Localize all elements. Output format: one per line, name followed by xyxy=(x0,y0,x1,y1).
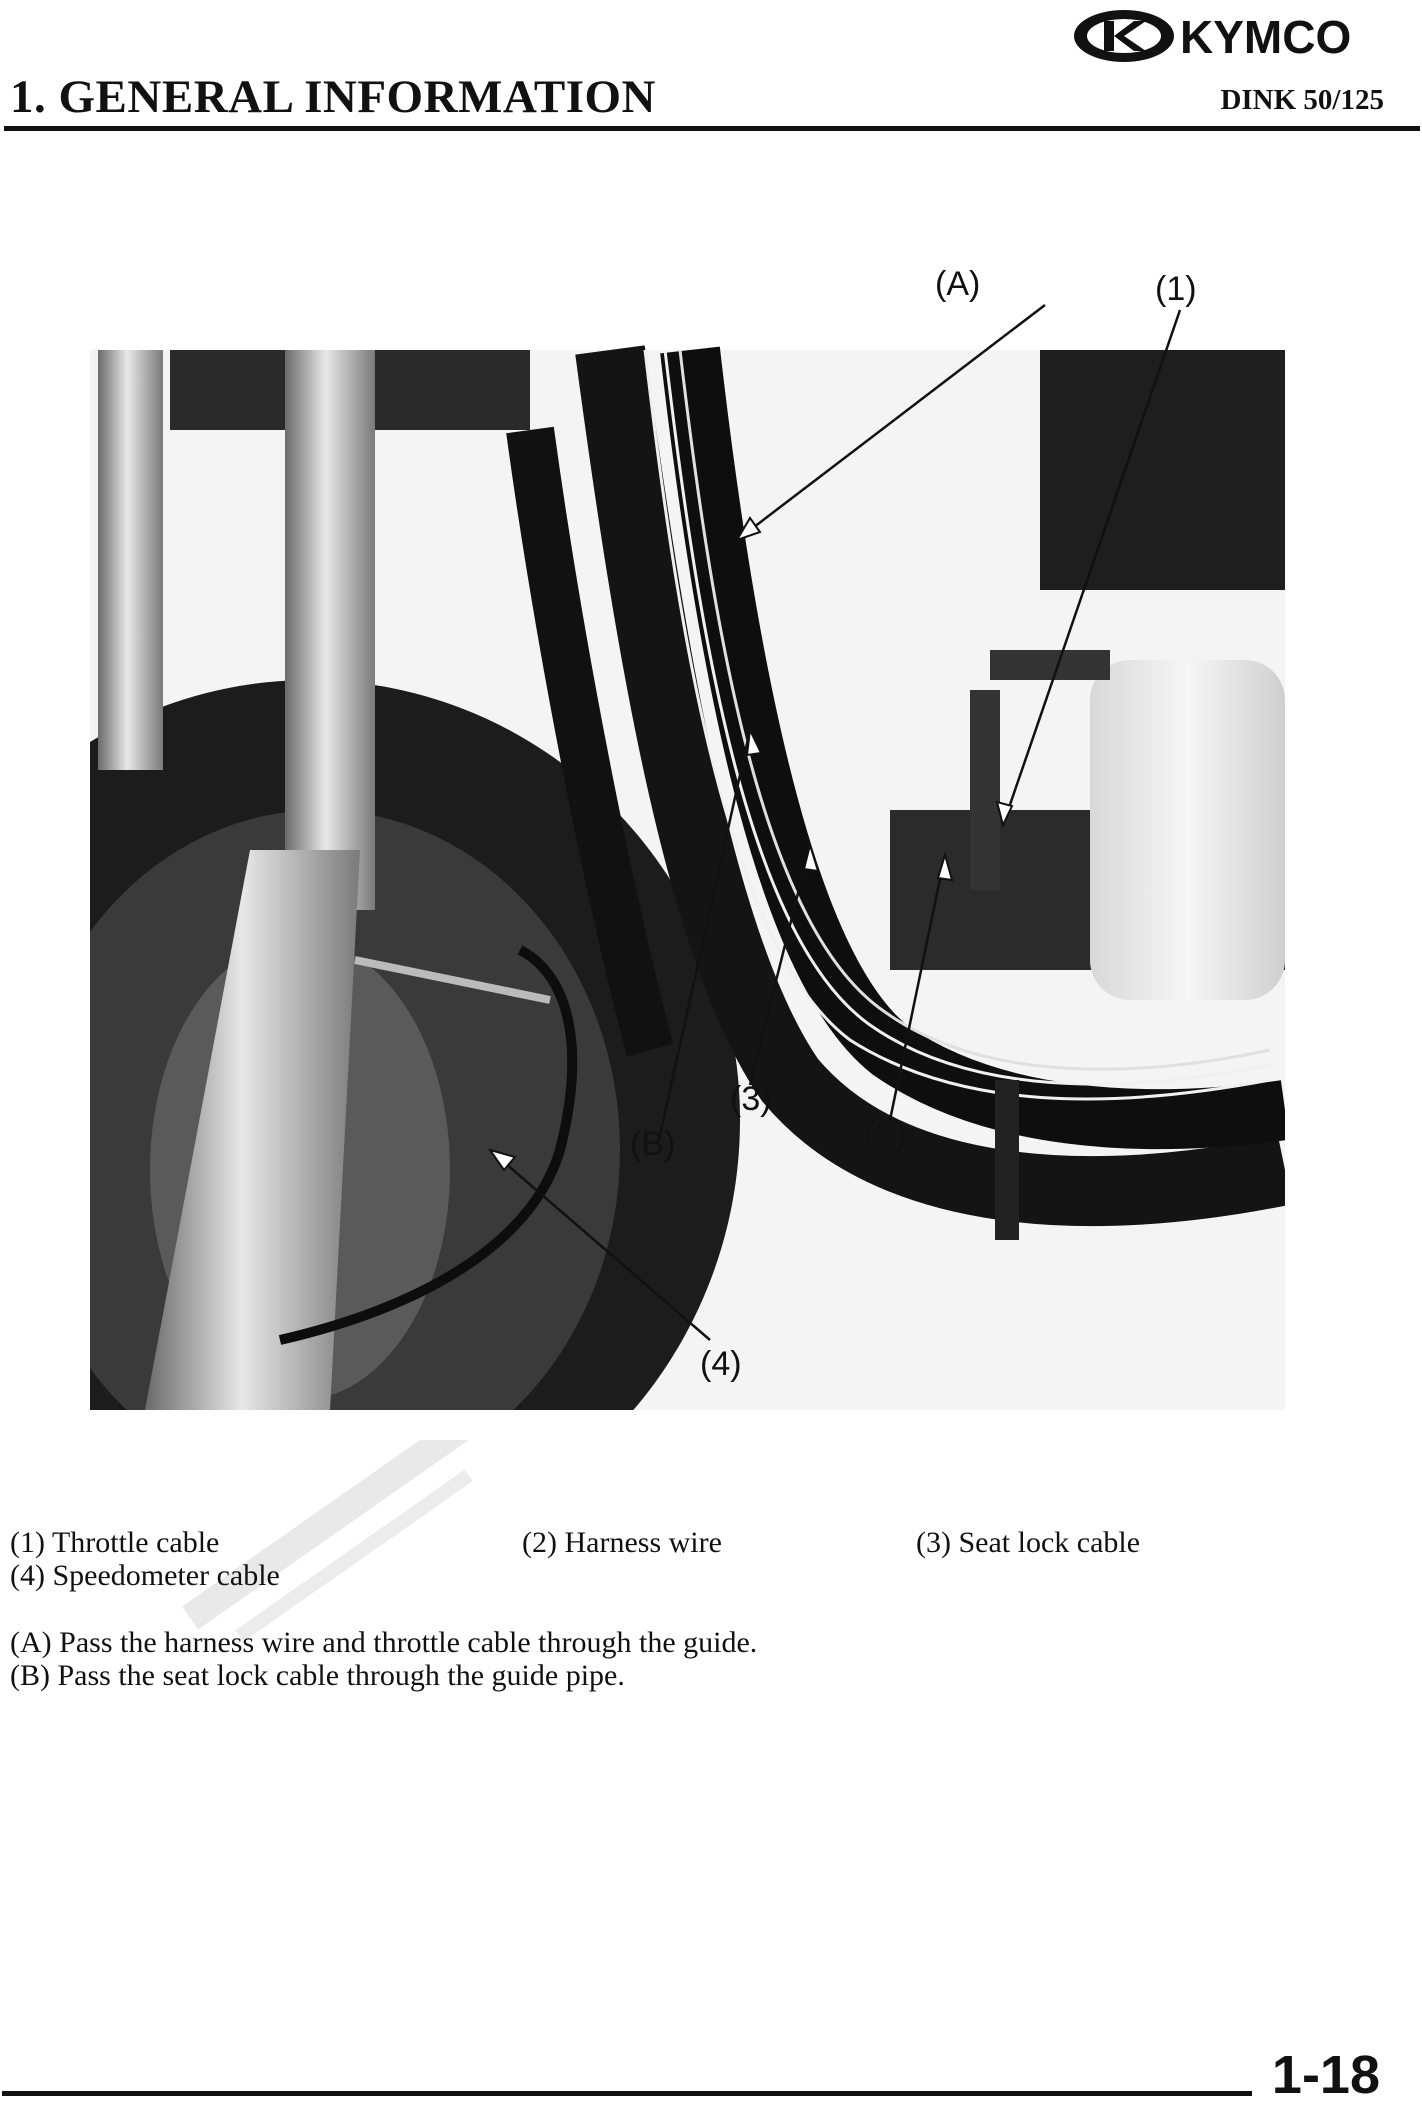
kymco-logo: KYMCO xyxy=(1068,4,1416,68)
section-title: 1. GENERAL INFORMATION xyxy=(10,71,656,123)
page-number: 1-18 xyxy=(1271,2045,1380,2105)
kymco-logo-mark: KYMCO xyxy=(1074,10,1351,63)
leader-arrowheads xyxy=(487,516,1014,1172)
legend-item-throttle-cable: (1) Throttle cable xyxy=(10,1526,220,1559)
routing-notes: (A) Pass the harness wire and throttle c… xyxy=(10,1626,757,1692)
frame-main-tube xyxy=(575,345,1285,1227)
legend-item-speedometer-cable: (4) Speedometer cable xyxy=(10,1559,280,1592)
speedometer-cable xyxy=(278,945,578,1345)
kymco-logo-text: KYMCO xyxy=(1180,11,1351,63)
legend-item-harness-wire: (2) Harness wire xyxy=(522,1526,722,1559)
legend-item-seat-lock-cable: (3) Seat lock cable xyxy=(916,1526,1141,1559)
note-B: (B) Pass the seat lock cable through the… xyxy=(10,1659,625,1692)
reservoir-tank xyxy=(1090,660,1285,1000)
callout-3: (3) xyxy=(730,1080,772,1118)
callout-A: (A) xyxy=(935,265,980,303)
front-fork xyxy=(285,350,375,910)
callout-4: (4) xyxy=(700,1345,742,1383)
cable-routing-photo: (A) (1) (B) (3) (2) (4) xyxy=(90,250,1285,1410)
callout-B: (B) xyxy=(630,1125,675,1163)
footer-divider xyxy=(2,2091,1252,2096)
header-divider xyxy=(4,126,1420,131)
callout-2: (2) xyxy=(865,1115,907,1153)
callout-1: (1) xyxy=(1155,270,1197,308)
cable-routing-illustration: (A) (1) (B) (3) (2) (4) xyxy=(90,265,1285,1410)
model-label: DINK 50/125 xyxy=(1220,84,1384,116)
leader-lines xyxy=(489,304,1182,1341)
note-A: (A) Pass the harness wire and throttle c… xyxy=(10,1626,758,1659)
